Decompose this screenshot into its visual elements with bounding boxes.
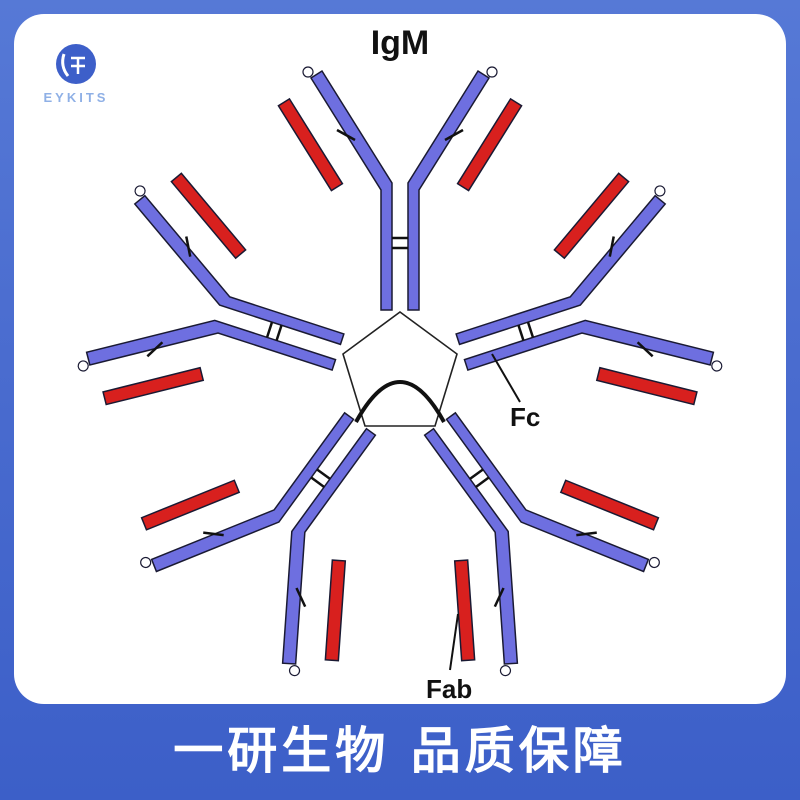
brand-logo-text: EYKITS bbox=[43, 90, 109, 105]
j-chain bbox=[354, 380, 446, 423]
brand-logo-icon bbox=[56, 44, 96, 84]
content-card: IgM Fc Fab EYKITS bbox=[14, 14, 786, 704]
fab-label: Fab bbox=[426, 674, 473, 704]
igm-monomer-bottom-left bbox=[117, 351, 460, 694]
igm-monomer-top bbox=[277, 65, 523, 312]
fc-label: Fc bbox=[510, 402, 541, 432]
joining-pentagon bbox=[342, 311, 458, 427]
igm-diagram bbox=[68, 65, 732, 694]
diagram-title: IgM bbox=[370, 24, 430, 62]
brand-logo: EYKITS bbox=[36, 42, 116, 112]
igm-monomer-right bbox=[423, 160, 732, 469]
fab-leader-line bbox=[449, 613, 459, 671]
igm-monomer-left bbox=[68, 160, 377, 469]
fc-leader-line bbox=[491, 353, 521, 403]
footer-slogan: 一研生物 品质保障 bbox=[173, 722, 627, 780]
